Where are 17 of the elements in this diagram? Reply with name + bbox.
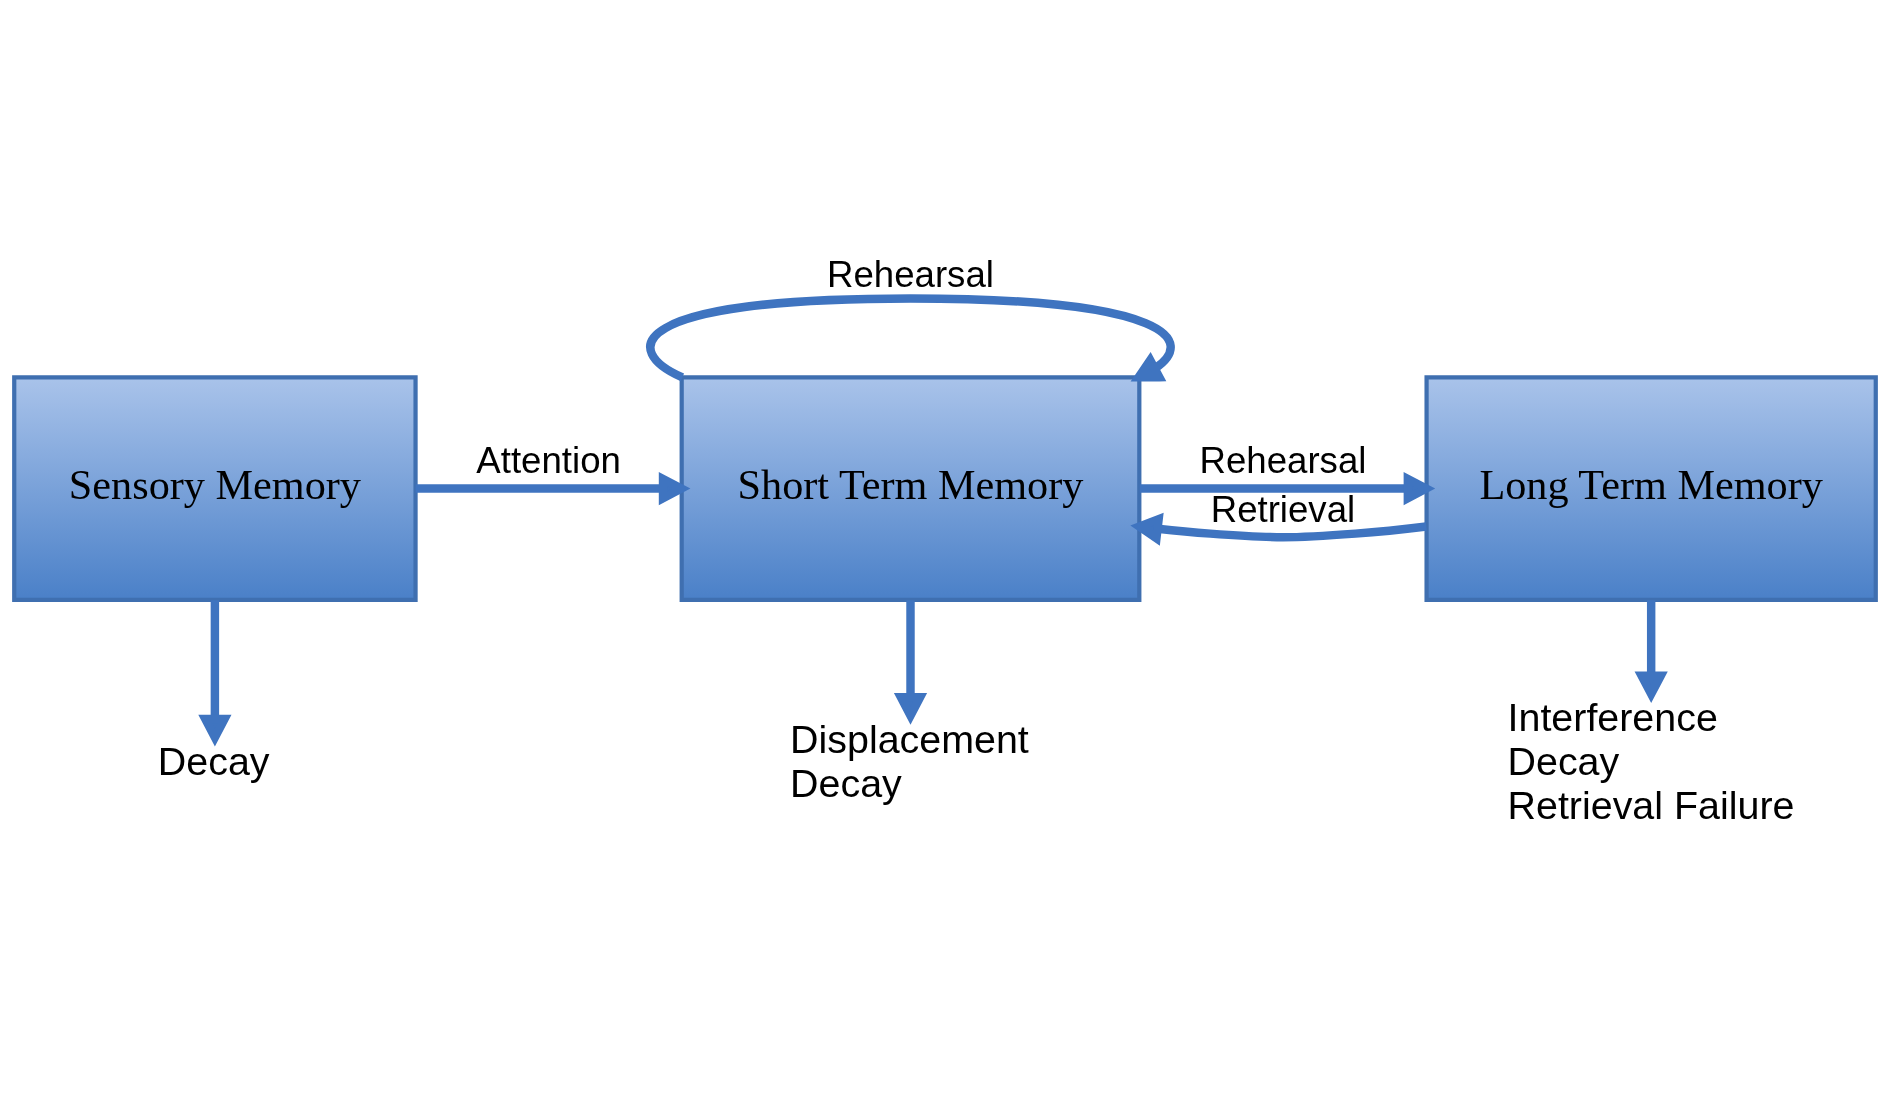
arrow: [198, 600, 232, 747]
arrow: [893, 600, 928, 725]
node-box: Sensory Memory: [12, 375, 418, 602]
edge-label: Attention: [476, 439, 621, 481]
node-box: Long Term Memory: [1424, 375, 1878, 602]
node-text: Decay: [157, 738, 270, 783]
edge-label: Rehearsal: [1199, 439, 1367, 481]
edge-label: Rehearsal: [827, 253, 994, 295]
node-text: Displacement Decay: [790, 717, 1029, 805]
edge-label: Retrieval: [1210, 489, 1356, 531]
arrow: [1634, 600, 1668, 704]
node-text: Interference Decay Retrieval Failure: [1507, 695, 1795, 827]
arrow: [1130, 512, 1427, 546]
arrow: [1139, 471, 1436, 506]
node-box: Short Term Memory: [679, 375, 1142, 602]
arrow: [415, 471, 691, 506]
arrow: [646, 294, 1175, 382]
